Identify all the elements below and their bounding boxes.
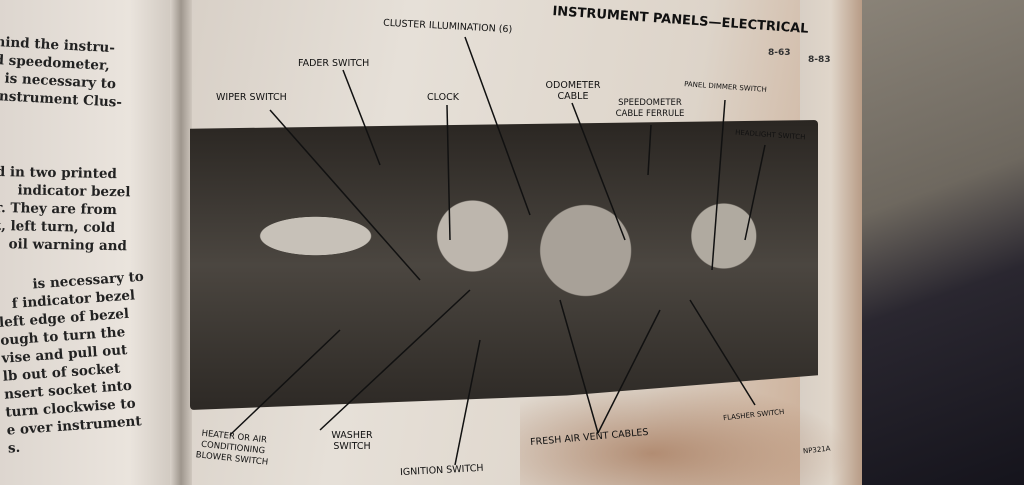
book-gutter bbox=[170, 0, 192, 485]
label-clock: CLOCK bbox=[427, 92, 459, 103]
label-speedometer-cable-ferrule: SPEEDOMETER CABLE FERRULE bbox=[615, 98, 685, 119]
page-number: 8-63 bbox=[768, 48, 791, 58]
label-odometer-cable: ODOMETER CABLE bbox=[545, 80, 601, 102]
background bbox=[850, 0, 1024, 485]
label-washer-switch: WASHER SWITCH bbox=[331, 430, 373, 452]
left-page bbox=[0, 0, 185, 485]
hand-shadow bbox=[520, 380, 850, 485]
label-wiper-switch: WIPER SWITCH bbox=[216, 92, 287, 103]
edge-page-number: 8-83 bbox=[808, 55, 831, 65]
label-fader-switch: FADER SWITCH bbox=[298, 58, 370, 69]
instrument-panel-photo bbox=[190, 120, 818, 410]
